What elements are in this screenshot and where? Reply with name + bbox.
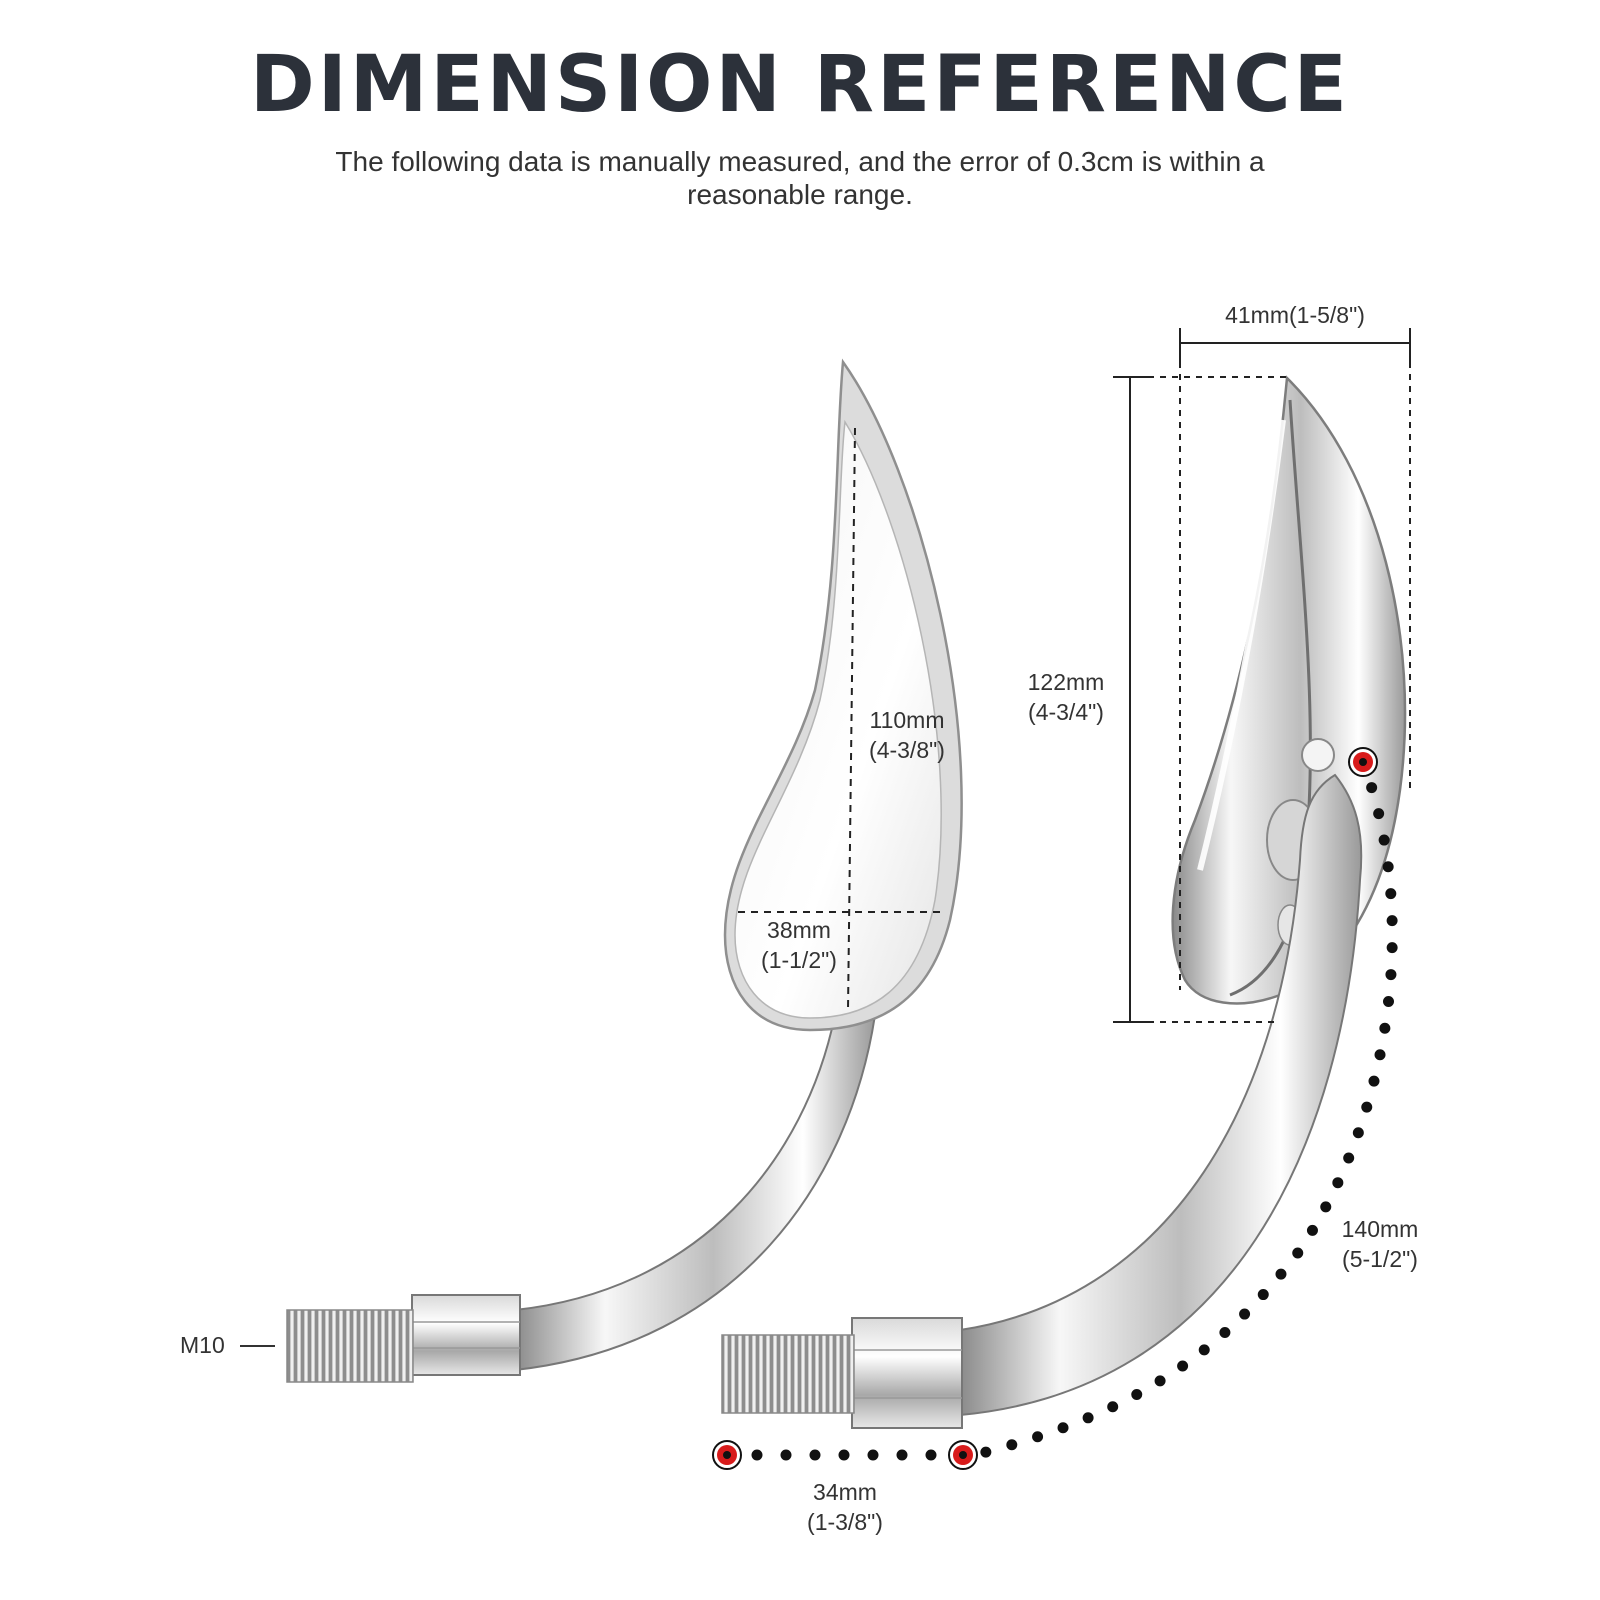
right-threaded-bolt	[721, 1334, 855, 1414]
endpoint-marker-bottom-left	[712, 1440, 742, 1470]
left-hex-nut	[411, 1294, 521, 1376]
label-mirror-height-mm: 110mm	[870, 707, 945, 733]
label-mirror-width-in: (1-1/2")	[761, 947, 837, 973]
label-overall-width: 41mm(1-5/8")	[1225, 302, 1365, 328]
right-hex-nut	[851, 1317, 963, 1429]
label-mirror-height-in: (4-3/8")	[869, 737, 945, 763]
endpoint-marker-top	[1348, 747, 1378, 777]
label-overall-height-mm: 122mm	[1028, 669, 1105, 695]
label-overall-height-in: (4-3/4")	[1028, 699, 1104, 725]
page-title: DIMENSION REFERENCE	[250, 40, 1350, 130]
overall-height-dimension	[1113, 376, 1290, 1023]
right-mirror-stem	[959, 773, 1363, 1417]
label-thread-size: M10	[180, 1332, 225, 1358]
label-stem-length-mm: 140mm	[1342, 1216, 1419, 1242]
label-mirror-width-mm: 38mm	[767, 917, 831, 943]
endpoint-marker-bottom-right	[948, 1440, 978, 1470]
left-mirror-glass	[734, 419, 942, 1019]
left-mirror-stem	[514, 1014, 877, 1372]
label-thread-length-mm: 34mm	[813, 1479, 877, 1505]
overall-width-dimension	[1179, 328, 1411, 990]
left-threaded-bolt	[286, 1309, 414, 1383]
pivot-screw	[1301, 738, 1335, 772]
stem-length-dotted-path	[751, 756, 1398, 1461]
label-stem-length-in: (5-1/2")	[1342, 1246, 1418, 1272]
right-mirror-side-view	[721, 375, 1407, 1429]
label-thread-length-in: (1-3/8")	[807, 1509, 883, 1535]
page-subtitle: The following data is manually measured,…	[335, 146, 1265, 210]
left-mirror-front-view	[286, 358, 963, 1383]
